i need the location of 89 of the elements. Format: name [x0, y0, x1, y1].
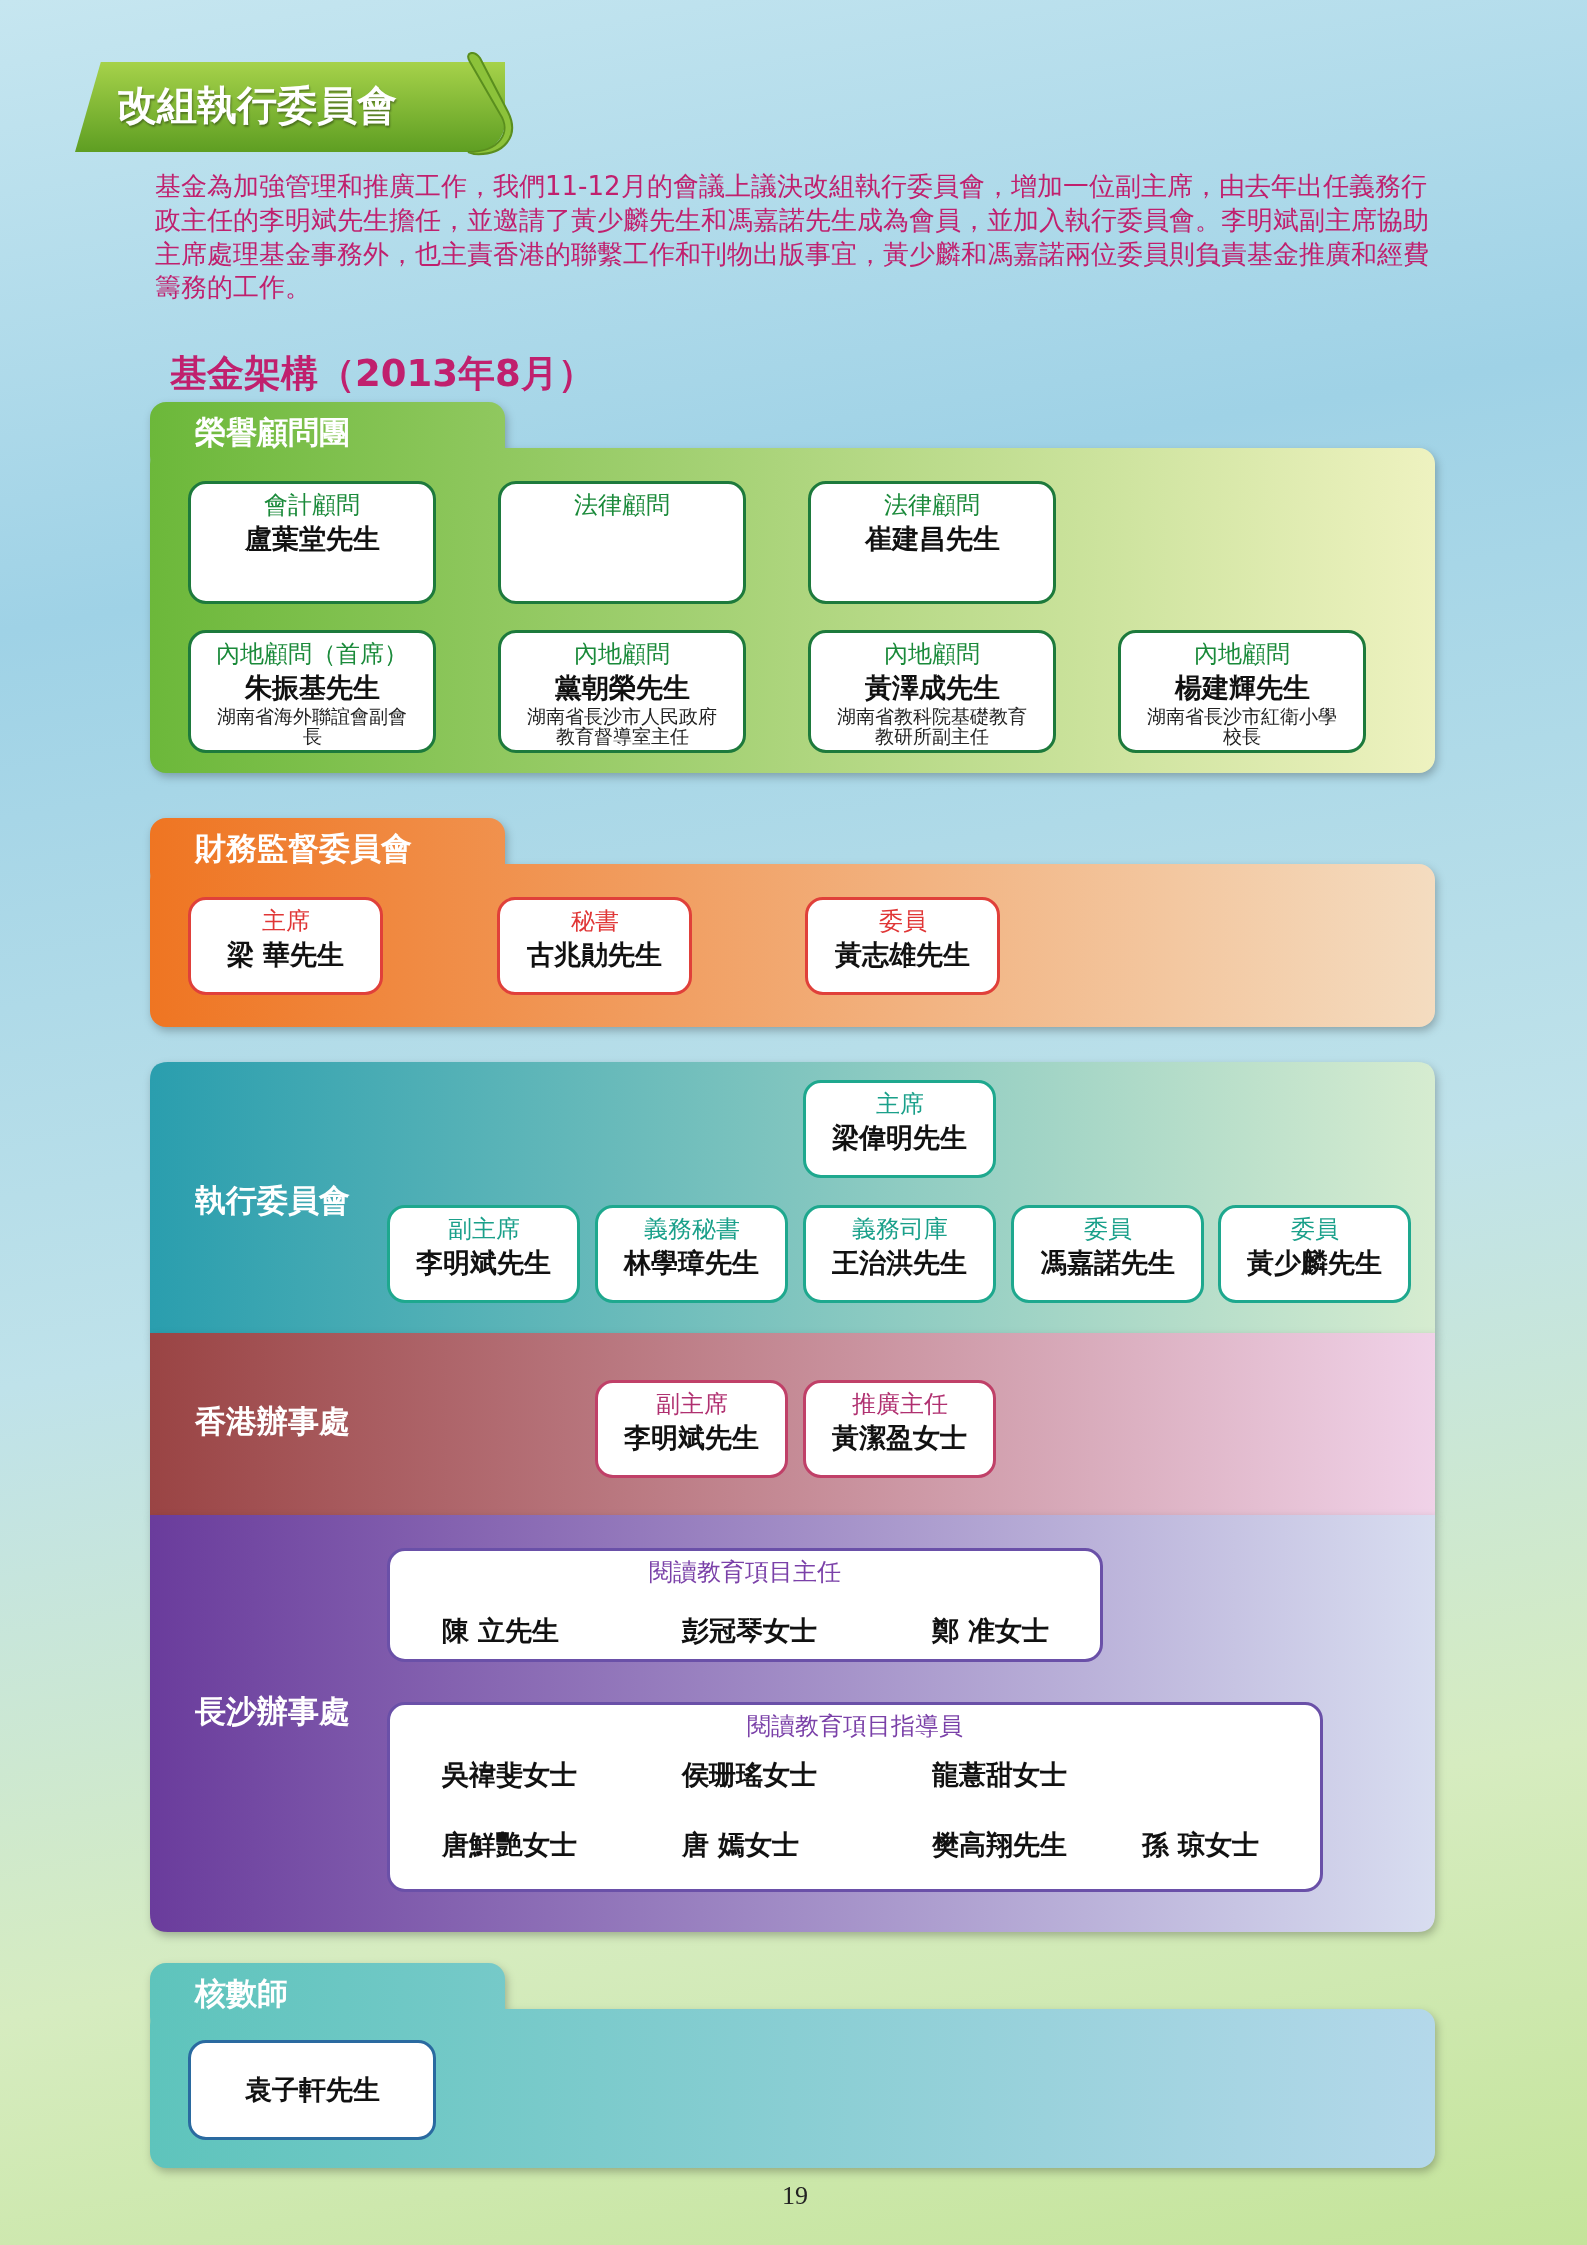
member-card: [498, 630, 746, 753]
person-name: 林學璋先生: [624, 1246, 759, 1281]
member-card: [803, 1205, 996, 1303]
person-name: 朱振基先生: [244, 671, 380, 706]
member-card: [387, 1548, 1103, 1662]
person-name: 唐 嫣女士: [682, 1828, 800, 1862]
section-band: [150, 1333, 1435, 1515]
member-card: [595, 1205, 788, 1303]
position-title: 副主席: [655, 1389, 728, 1420]
member-card: [188, 2040, 436, 2140]
member-card: [497, 897, 692, 995]
position-title: 主席: [261, 906, 310, 937]
position-title: 主席: [875, 1089, 924, 1120]
panel-heading: 香港辦事處: [195, 1403, 350, 1441]
person-name: 黨朝榮先生: [554, 671, 690, 706]
member-card: [803, 1080, 996, 1178]
member-card: [808, 481, 1056, 604]
page-number: 19: [781, 2180, 809, 2212]
tabbed-panel: [150, 402, 1435, 773]
position-title: 副主席: [447, 1214, 520, 1245]
position-title: 委員: [878, 906, 927, 937]
tabbed-panel: [150, 1963, 1435, 2168]
person-name: 彭冠琴女士: [682, 1614, 817, 1648]
intro-paragraph: 基金為加強管理和推廣工作，我們11-12月的會議上議決改組執行委員會，增加一位副主席，由去年出任義務行政主任的李明斌先生擔任，並邀請了黃少麟先生和馮嘉諾先生成為會員，並加入執行委員會。李明斌副主席協助主席處理基金事務外，也主責香港的聯繫工作和刊物出版事宜，黃少麟和馮嘉諾兩位委員則負責基金推廣和經費籌務的工作。: [155, 170, 1430, 305]
panel-heading: 長沙辦事處: [195, 1693, 350, 1731]
member-card: [1118, 630, 1366, 753]
member-card: [188, 630, 436, 753]
position-title: 委員: [1083, 1214, 1132, 1245]
person-name: 楊建輝先生: [1174, 671, 1310, 706]
member-card: [387, 1702, 1323, 1892]
person-name: 樊高翔先生: [932, 1828, 1067, 1862]
member-card: [1218, 1205, 1411, 1303]
member-card: [808, 630, 1056, 753]
member-card: [387, 1205, 580, 1303]
person-name: 孫 琼女士: [1142, 1828, 1260, 1862]
person-name: 李明斌先生: [416, 1246, 551, 1281]
member-card: [805, 897, 1000, 995]
position-title: 閱讀教育項目指導員: [747, 1711, 963, 1742]
person-name: 梁 華先生: [226, 938, 345, 973]
affiliation-text: 湖南省海外聯誼會副會長: [216, 706, 408, 747]
position-title: 會計顧問: [264, 490, 360, 521]
panel-heading: 榮譽顧問團: [195, 414, 350, 452]
person-name: 盧葉堂先生: [244, 522, 380, 557]
person-name: 古兆勛先生: [527, 938, 662, 973]
position-title: 秘書: [570, 906, 619, 937]
affiliation-text: 湖南省長沙市紅衛小學校長: [1146, 706, 1338, 747]
panel-heading: 執行委員會: [195, 1182, 350, 1220]
affiliation-text: 湖南省長沙市人民政府教育督導室主任: [526, 706, 718, 747]
position-title: 義務秘書: [643, 1214, 740, 1245]
title-banner: 改組執行委員會: [75, 62, 505, 152]
position-title: 法律顧問: [574, 490, 670, 521]
person-name: 唐鮮艷女士: [442, 1828, 577, 1862]
position-title: 委員: [1290, 1214, 1339, 1245]
position-title: 法律顧問: [884, 490, 980, 521]
person-name: 黃潔盈女士: [832, 1421, 967, 1456]
section-band: [150, 1062, 1435, 1333]
member-card: [803, 1380, 996, 1478]
member-card: [188, 897, 383, 995]
section-band: [150, 1515, 1435, 1932]
person-name: 崔建昌先生: [864, 522, 1000, 557]
person-name: 黃澤成先生: [864, 671, 1000, 706]
section-heading: 基金架構（2013年8月）: [170, 352, 596, 397]
position-title: 義務司庫: [851, 1214, 948, 1245]
member-card: [188, 481, 436, 604]
position-title: 閱讀教育項目主任: [649, 1557, 841, 1588]
member-card: [498, 481, 746, 604]
tabbed-panel: [150, 818, 1435, 1027]
affiliation-text: 湖南省教科院基礎教育教研所副主任: [836, 706, 1028, 747]
person-name: 梁偉明先生: [832, 1121, 967, 1156]
person-name: 侯珊瑤女士: [682, 1758, 817, 1792]
person-name: 袁子軒先生: [244, 2072, 380, 2107]
member-card: [1011, 1205, 1204, 1303]
position-title: 內地顧問: [884, 639, 980, 670]
position-title: 推廣主任: [851, 1389, 948, 1420]
person-name: 鄭 准女士: [932, 1614, 1050, 1648]
person-name: 龍薏甜女士: [932, 1758, 1067, 1792]
panel-heading: 核數師: [195, 1975, 288, 2013]
panel-heading: 財務監督委員會: [195, 830, 412, 868]
person-name: 馮嘉諾先生: [1040, 1246, 1175, 1281]
member-card: [595, 1380, 788, 1478]
person-name: 陳 立先生: [442, 1614, 560, 1648]
position-title: 內地顧問（首席）: [216, 639, 408, 670]
position-title: 內地顧問: [574, 639, 670, 670]
position-title: 內地顧問: [1194, 639, 1290, 670]
person-name: 李明斌先生: [624, 1421, 759, 1456]
person-name: 王治洪先生: [832, 1246, 967, 1281]
person-name: 吳禕斐女士: [442, 1758, 577, 1792]
person-name: 黃少麟先生: [1247, 1246, 1382, 1281]
person-name: 黃志雄先生: [835, 938, 970, 973]
